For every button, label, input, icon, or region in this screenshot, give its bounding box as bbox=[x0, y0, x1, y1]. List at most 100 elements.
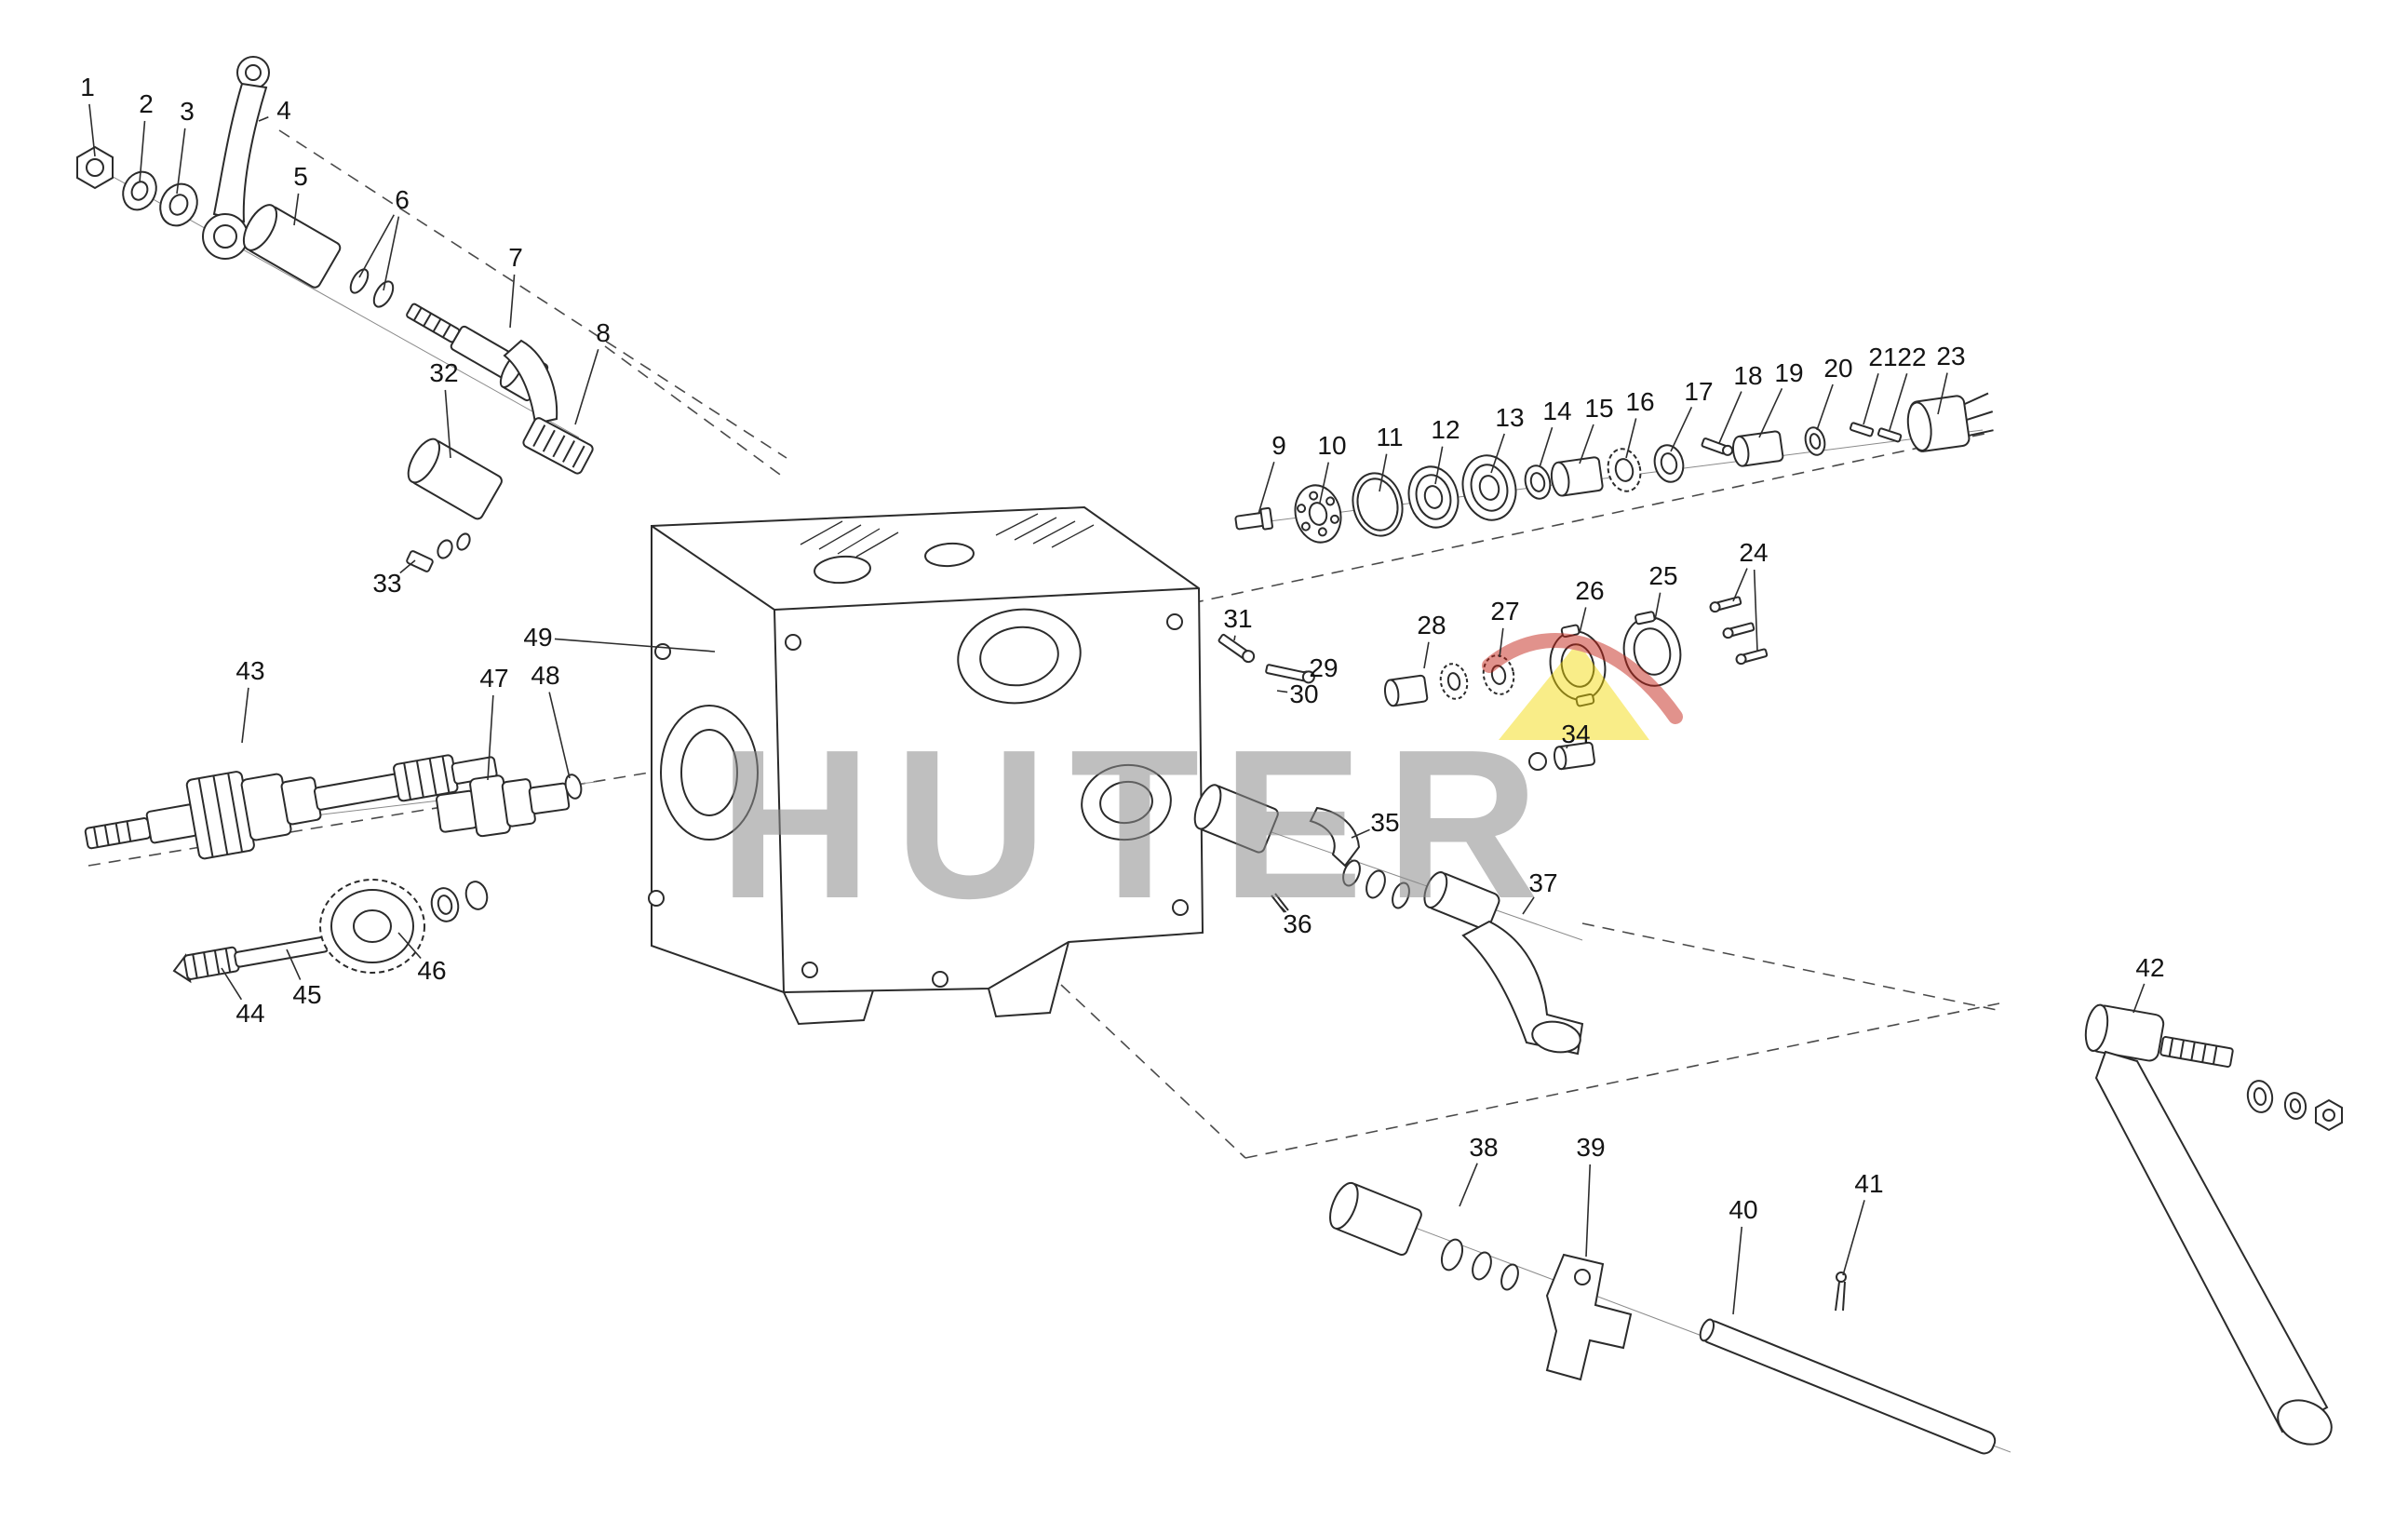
part-32-cylinder bbox=[407, 437, 503, 520]
part-label-9: 9 bbox=[1271, 431, 1286, 460]
part-39-fork bbox=[1545, 1253, 1633, 1381]
part-20-washer bbox=[1804, 426, 1826, 456]
part-label-34: 34 bbox=[1561, 720, 1591, 748]
part-label-33: 33 bbox=[372, 569, 402, 598]
part-label-47: 47 bbox=[479, 664, 509, 693]
part-label-44: 44 bbox=[235, 999, 265, 1028]
part-label-30: 30 bbox=[1289, 680, 1319, 708]
part-label-3: 3 bbox=[180, 97, 195, 126]
part-label-39: 39 bbox=[1576, 1133, 1606, 1162]
part-12-bearing bbox=[1407, 465, 1460, 529]
part-14-ring bbox=[1524, 464, 1552, 500]
part-label-16: 16 bbox=[1625, 387, 1655, 416]
part-43-main-shaft bbox=[84, 754, 498, 860]
part-label-48: 48 bbox=[531, 661, 560, 690]
part-1-nut bbox=[76, 145, 114, 190]
part-8-lever-pad bbox=[503, 339, 594, 475]
part-label-43: 43 bbox=[235, 656, 265, 685]
part-31-screw bbox=[1217, 633, 1256, 664]
part-label-10: 10 bbox=[1317, 431, 1347, 460]
part-label-49: 49 bbox=[523, 623, 553, 652]
part-label-19: 19 bbox=[1774, 358, 1804, 387]
part-label-42: 42 bbox=[2135, 953, 2165, 982]
part-40-rod bbox=[1699, 1318, 1997, 1455]
part-label-25: 25 bbox=[1648, 561, 1678, 590]
part-29-screw bbox=[1265, 664, 1315, 684]
part-13-bearing bbox=[1461, 454, 1517, 521]
part-10-bearing-plate bbox=[1294, 484, 1342, 544]
part-label-45: 45 bbox=[292, 980, 322, 1009]
part-label-20: 20 bbox=[1823, 354, 1853, 383]
part-27-star-washer bbox=[1482, 654, 1515, 695]
part-28-bushing-star bbox=[1383, 663, 1469, 707]
part-18-screw bbox=[1701, 437, 1734, 456]
part-label-22: 22 bbox=[1897, 343, 1927, 371]
part-label-13: 13 bbox=[1495, 403, 1525, 432]
part-33-bolt bbox=[406, 532, 471, 572]
part-label-15: 15 bbox=[1584, 394, 1614, 423]
part-label-18: 18 bbox=[1733, 361, 1763, 390]
construction-lines bbox=[87, 129, 2002, 1159]
part-38-cylinder bbox=[1329, 1181, 1422, 1257]
part-44-45-selector-shaft bbox=[172, 935, 330, 984]
part-label-17: 17 bbox=[1684, 377, 1714, 406]
part-label-8: 8 bbox=[596, 318, 611, 347]
part-label-40: 40 bbox=[1729, 1195, 1758, 1224]
part-label-24: 24 bbox=[1739, 538, 1769, 567]
part-label-26: 26 bbox=[1575, 576, 1605, 605]
part-label-36: 36 bbox=[1283, 909, 1312, 938]
part-34-bolt-washer bbox=[1528, 741, 1595, 771]
part-22-screw bbox=[1877, 427, 1903, 443]
part-label-1: 1 bbox=[80, 73, 95, 101]
part-label-28: 28 bbox=[1417, 611, 1446, 639]
part-label-4: 4 bbox=[276, 96, 291, 125]
part-label-31: 31 bbox=[1223, 604, 1253, 633]
part-label-11: 11 bbox=[1376, 423, 1404, 451]
part-label-5: 5 bbox=[293, 162, 308, 191]
part-37-shift-arm bbox=[1423, 871, 1584, 1056]
part-2-washer bbox=[122, 170, 157, 211]
part-35-rings bbox=[1342, 859, 1410, 909]
part-48-ring bbox=[564, 774, 583, 800]
part-label-37: 37 bbox=[1528, 868, 1558, 897]
part-46-gear bbox=[319, 879, 489, 974]
part-25-cover-ring bbox=[1622, 611, 1682, 687]
part-label-12: 12 bbox=[1431, 415, 1460, 444]
part-24-screws bbox=[1709, 596, 1769, 666]
part-label-2: 2 bbox=[139, 89, 154, 118]
part-label-27: 27 bbox=[1490, 597, 1520, 626]
part-label-46: 46 bbox=[417, 956, 447, 985]
part-label-23: 23 bbox=[1936, 342, 1966, 370]
part-35-crank bbox=[1309, 806, 1361, 868]
part-16-lock-washer bbox=[1607, 448, 1642, 492]
part-36-pin bbox=[1271, 893, 1289, 913]
part-label-7: 7 bbox=[508, 243, 523, 272]
part-label-32: 32 bbox=[429, 358, 459, 387]
part-17-ring bbox=[1653, 444, 1685, 483]
part-label-21: 21 bbox=[1868, 343, 1898, 371]
part-label-14: 14 bbox=[1542, 397, 1572, 425]
part-49-housing bbox=[648, 505, 1204, 1026]
part-35-cylinder bbox=[1193, 784, 1279, 854]
part-23-end-cap bbox=[1906, 392, 1994, 452]
part-4-link bbox=[202, 56, 270, 260]
part-6-rings bbox=[349, 268, 395, 308]
part-label-41: 41 bbox=[1854, 1169, 1884, 1198]
part-19-bushing bbox=[1731, 430, 1784, 467]
part-label-29: 29 bbox=[1309, 653, 1339, 682]
part-47-gear-cluster bbox=[436, 774, 571, 838]
part-26-tab-ring bbox=[1549, 624, 1607, 707]
part-15-bushing bbox=[1550, 456, 1604, 497]
part-label-35: 35 bbox=[1370, 808, 1400, 837]
part-5-cylinder bbox=[242, 204, 342, 289]
part-11-gasket-ring bbox=[1352, 472, 1404, 537]
part-21-screw bbox=[1849, 422, 1875, 437]
part-9-screw bbox=[1234, 506, 1273, 531]
part-38-rings bbox=[1440, 1238, 1519, 1291]
part-42-kick-lever bbox=[2084, 1003, 2343, 1446]
part-label-38: 38 bbox=[1469, 1133, 1499, 1162]
